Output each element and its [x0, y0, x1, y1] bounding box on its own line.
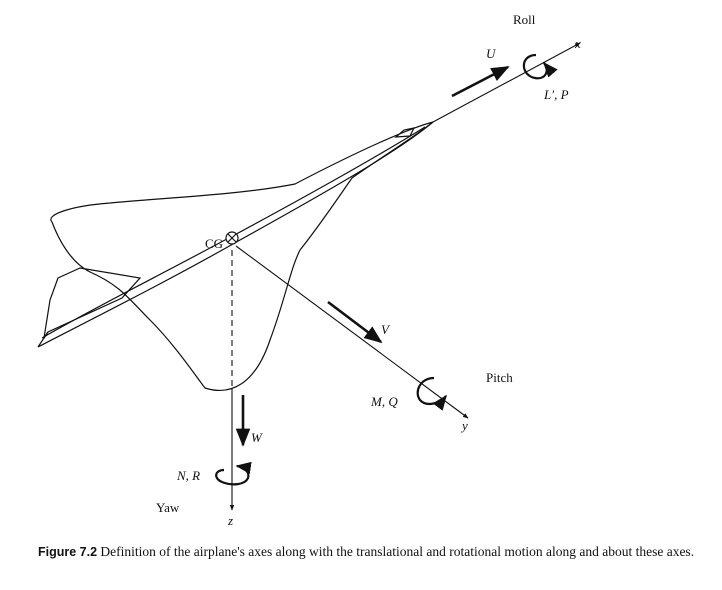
yaw-rotation-arrow	[215, 461, 252, 486]
z-axis-label: z	[227, 513, 233, 528]
airplane	[37, 121, 434, 391]
cg-label: CG	[205, 236, 223, 251]
x-axis-line	[432, 42, 581, 123]
u-arrow	[451, 65, 510, 98]
x-axis-label: x	[574, 36, 581, 51]
w-label: W	[251, 430, 263, 445]
fuselage-center	[41, 126, 426, 339]
v-arrow	[327, 300, 383, 344]
u-label: U	[486, 46, 497, 61]
figure-number: Figure 7.2	[38, 545, 98, 559]
rotation-arrows	[215, 53, 558, 486]
figure-caption: Figure 7.2 Definition of the airplane's …	[38, 543, 718, 561]
tail-root	[37, 331, 49, 348]
tail-fin	[43, 267, 142, 339]
velocity-arrows	[235, 65, 510, 447]
airplane-outline	[50, 121, 434, 391]
canopy	[394, 127, 416, 138]
yaw-label: Yaw	[156, 500, 180, 515]
roll-rotation-arrow	[522, 53, 558, 80]
fuselage-lower	[37, 121, 434, 348]
axes	[229, 42, 581, 511]
pitch-label: Pitch	[486, 370, 513, 385]
roll-moment-label: L′, P	[543, 87, 569, 102]
yaw-moment-label: N, R	[176, 468, 200, 483]
pitch-rotation-arrow	[416, 376, 447, 411]
y-axis-line	[235, 245, 469, 419]
cg-symbol	[225, 231, 239, 245]
v-label: V	[381, 322, 391, 337]
airplane-axes-diagram: Roll x U L′, P CG V Pitch M, Q y W N, R …	[37, 12, 581, 528]
caption-text: Definition of the airplane's axes along …	[100, 544, 695, 559]
roll-label: Roll	[513, 12, 536, 27]
y-axis-label: y	[460, 418, 468, 433]
pitch-moment-label: M, Q	[370, 394, 398, 409]
